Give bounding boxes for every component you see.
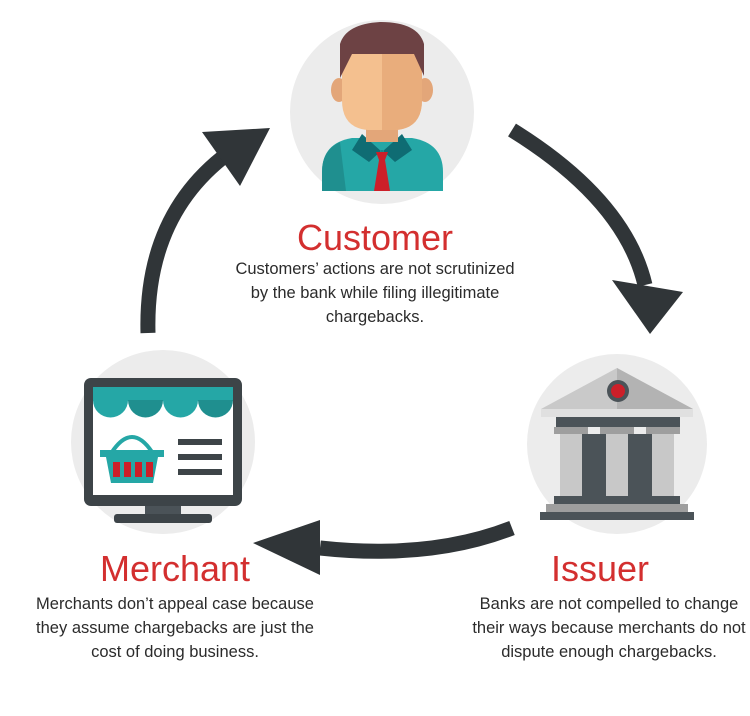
issuer-title: Issuer xyxy=(550,548,650,589)
arrow-merchant-to-customer xyxy=(140,128,270,334)
customer-description: Customers’ actions are not scrutinized b… xyxy=(235,260,515,326)
bank-icon xyxy=(540,368,694,520)
person-icon xyxy=(322,22,443,191)
customer-title: Customer xyxy=(296,217,454,258)
merchant-description: Merchants don’t appeal case because they… xyxy=(36,595,314,661)
issuer-description: Banks are not compelled to change their … xyxy=(472,595,746,661)
merchant-title: Merchant xyxy=(99,548,251,589)
arrow-customer-to-issuer xyxy=(508,123,683,334)
online-shop-monitor-icon xyxy=(84,378,242,523)
arrow-issuer-to-merchant xyxy=(253,520,515,575)
